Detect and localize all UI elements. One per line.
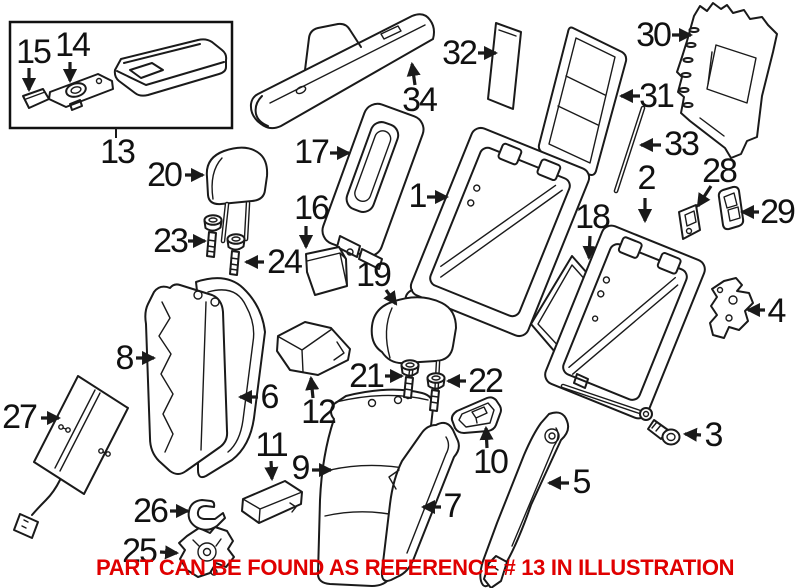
part-13-armrest-assembly-drawing [22, 38, 228, 111]
callout-label-3: 3 [704, 416, 724, 454]
callout-label-20: 20 [147, 156, 183, 194]
part-30-frame-drawing [676, 2, 778, 159]
part-4-bracket-drawing [709, 277, 754, 339]
callout-arrow-10 [479, 425, 494, 449]
callout-label-5: 5 [572, 463, 592, 501]
part-27-heater-pad-drawing [13, 375, 129, 539]
callout-label-21: 21 [349, 357, 385, 395]
callout-label-14: 14 [55, 26, 91, 64]
callout-label-27: 27 [2, 398, 38, 436]
part-11-tray-drawing [241, 480, 303, 524]
part-12-trim-drawing [276, 321, 351, 376]
callout-label-19: 19 [356, 256, 392, 294]
callout-arrow-11 [264, 460, 279, 482]
part-22-sleeve-drawing [426, 372, 446, 412]
callout-label-6: 6 [260, 378, 280, 416]
callout-label-24: 24 [267, 243, 303, 281]
callout-label-10: 10 [473, 443, 509, 481]
part-5-bolster-drawing [479, 411, 570, 588]
callout-label-23: 23 [153, 222, 189, 260]
callout-label-17: 17 [294, 133, 330, 171]
part-10-latch-cover-drawing [450, 396, 502, 434]
part-28-bracket-drawing [678, 204, 701, 240]
callout-label-4: 4 [767, 292, 787, 330]
part-32-panel-drawing [487, 22, 522, 110]
callout-label-2: 2 [637, 159, 657, 197]
callout-label-8: 8 [115, 339, 135, 377]
callout-label-25: 25 [122, 532, 158, 570]
callout-label-13: 13 [100, 133, 136, 171]
callout-label-30: 30 [636, 16, 672, 54]
part-31-panel-drawing [537, 26, 628, 176]
callout-label-12: 12 [301, 393, 337, 431]
callout-arrow-12 [305, 375, 320, 399]
part-8-foam-pad-drawing [144, 283, 229, 475]
part-16-cover-drawing [305, 246, 348, 296]
callout-label-1: 1 [408, 177, 428, 215]
callout-label-15: 15 [16, 33, 52, 71]
callout-label-16: 16 [294, 189, 330, 227]
callout-label-31: 31 [639, 77, 675, 115]
callout-arrow-3 [682, 427, 702, 442]
reference-note: PART CAN BE FOUND AS REFERENCE # 13 IN I… [96, 555, 735, 580]
callout-arrows [21, 27, 765, 560]
part-17-armrest-frame-drawing [321, 102, 425, 270]
callout-label-28: 28 [702, 152, 738, 190]
callout-arrow-19 [383, 289, 398, 306]
callout-arrow-28 [696, 185, 713, 208]
part-26-clip-drawing [187, 499, 226, 531]
callout-label-18: 18 [575, 198, 611, 236]
part-34-armrest-drawing [249, 13, 435, 130]
callout-label-34: 34 [402, 81, 438, 119]
callout-label-33: 33 [664, 125, 700, 163]
part-24-sleeve-drawing [226, 233, 246, 276]
part-3-fastener-drawing [647, 419, 681, 446]
part-15-cap-drawing [22, 88, 50, 109]
part-7-bolster-drawing [380, 421, 460, 582]
part-20-headrest-drawing [205, 146, 269, 244]
part-29-cover-drawing [717, 185, 745, 231]
part-2-seat-frame-drawing [544, 224, 706, 421]
part-33-rod-drawing [613, 105, 646, 194]
callout-arrow-34 [406, 61, 421, 86]
callout-label-32: 32 [442, 34, 478, 72]
callout-label-11: 11 [255, 426, 288, 464]
callout-arrow-18 [582, 235, 597, 261]
callout-label-22: 22 [468, 362, 504, 400]
callout-label-7: 7 [443, 487, 463, 525]
callout-arrow-25 [159, 545, 180, 560]
callout-label-9: 9 [291, 449, 311, 487]
callout-label-29: 29 [760, 193, 796, 231]
callout-label-26: 26 [133, 492, 169, 530]
part-23-sleeve-drawing [203, 214, 223, 258]
